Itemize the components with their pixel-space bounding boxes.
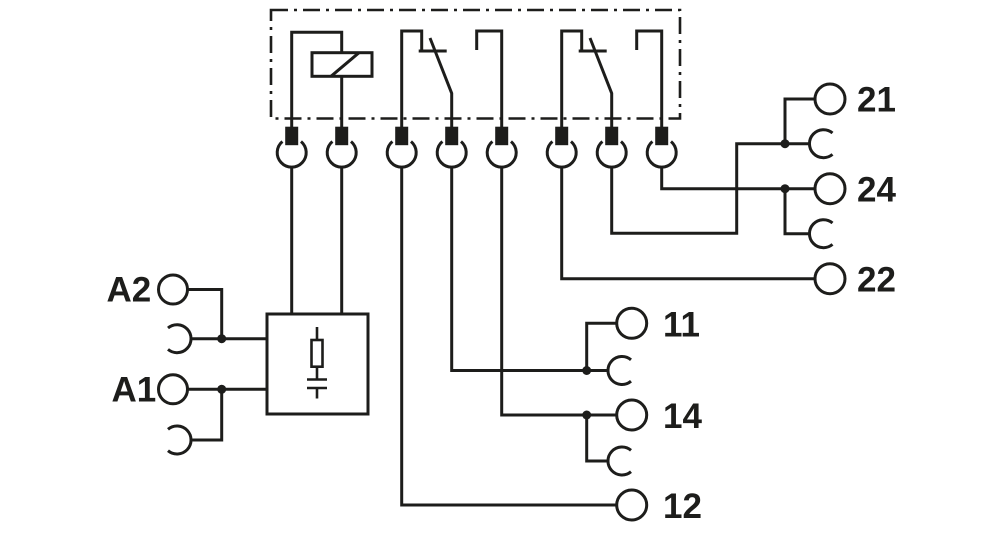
changeover-contact-1	[400, 29, 504, 129]
coil-slash	[330, 51, 360, 78]
junction-dot-a2	[217, 334, 227, 344]
junction-dot-21	[780, 139, 790, 149]
wire-branch-socket14	[585, 415, 608, 463]
wire-branch-11	[585, 321, 617, 371]
changeover-contact-2	[560, 29, 664, 129]
junction-dot-24	[780, 184, 790, 194]
junction-dot-11	[582, 366, 592, 375]
screw-terminal-a1	[157, 373, 189, 406]
label-22: 22	[857, 261, 896, 300]
input-circuit-box	[265, 167, 370, 416]
label-24: 24	[857, 171, 896, 210]
wire-branch-socket24	[783, 188, 810, 236]
plug-terminal-7	[595, 125, 628, 169]
wire-a1-branch	[191, 389, 224, 442]
contact1-wiring	[400, 167, 649, 522]
plug-terminal-3	[385, 125, 418, 169]
screw-terminal-a2	[157, 273, 189, 306]
screw-terminal-21	[813, 82, 847, 116]
label-21: 21	[857, 81, 896, 120]
screw-terminal-24	[813, 172, 847, 206]
socket-a2	[166, 323, 193, 355]
plug-terminal-5	[485, 125, 518, 169]
socket-21	[807, 128, 834, 160]
relay-coil-symbol	[290, 30, 374, 127]
junction-dot-a1	[217, 384, 227, 394]
wire-t5-to-14	[500, 167, 617, 417]
wire-t6-to-22	[560, 167, 815, 281]
screw-terminal-12	[615, 488, 649, 522]
wire-branch-21	[783, 97, 815, 144]
resistor-symbol	[310, 338, 324, 369]
label-12: 12	[663, 487, 702, 526]
screw-terminal-22	[813, 262, 847, 296]
label-11: 11	[663, 306, 700, 345]
plug-terminal-row	[275, 125, 678, 169]
screw-terminal-14	[615, 398, 649, 432]
wire-t8-to-24	[660, 167, 815, 191]
label-a1: A1	[112, 371, 157, 410]
junction-dot-14	[582, 410, 592, 420]
plug-terminal-8	[645, 125, 678, 169]
contact2-wiring	[560, 82, 847, 296]
plug-terminal-2	[325, 125, 358, 169]
socket-14	[606, 445, 633, 477]
plug-terminal-1	[275, 125, 308, 169]
wire-t4-to-socket11	[450, 167, 608, 372]
label-a2: A2	[107, 271, 152, 310]
socket-11	[606, 355, 633, 386]
wire-a2	[187, 288, 224, 339]
wire-t7-to-socket21	[610, 142, 810, 235]
screw-terminal-11	[615, 306, 649, 340]
plug-terminal-4	[435, 125, 468, 169]
wire-t3-to-12	[400, 167, 617, 507]
socket-a1	[166, 424, 193, 456]
label-14: 14	[663, 397, 702, 436]
coil-input-wiring	[157, 273, 267, 456]
plug-terminal-6	[545, 125, 578, 169]
module-boundary-box	[269, 8, 682, 120]
socket-24	[807, 218, 834, 250]
